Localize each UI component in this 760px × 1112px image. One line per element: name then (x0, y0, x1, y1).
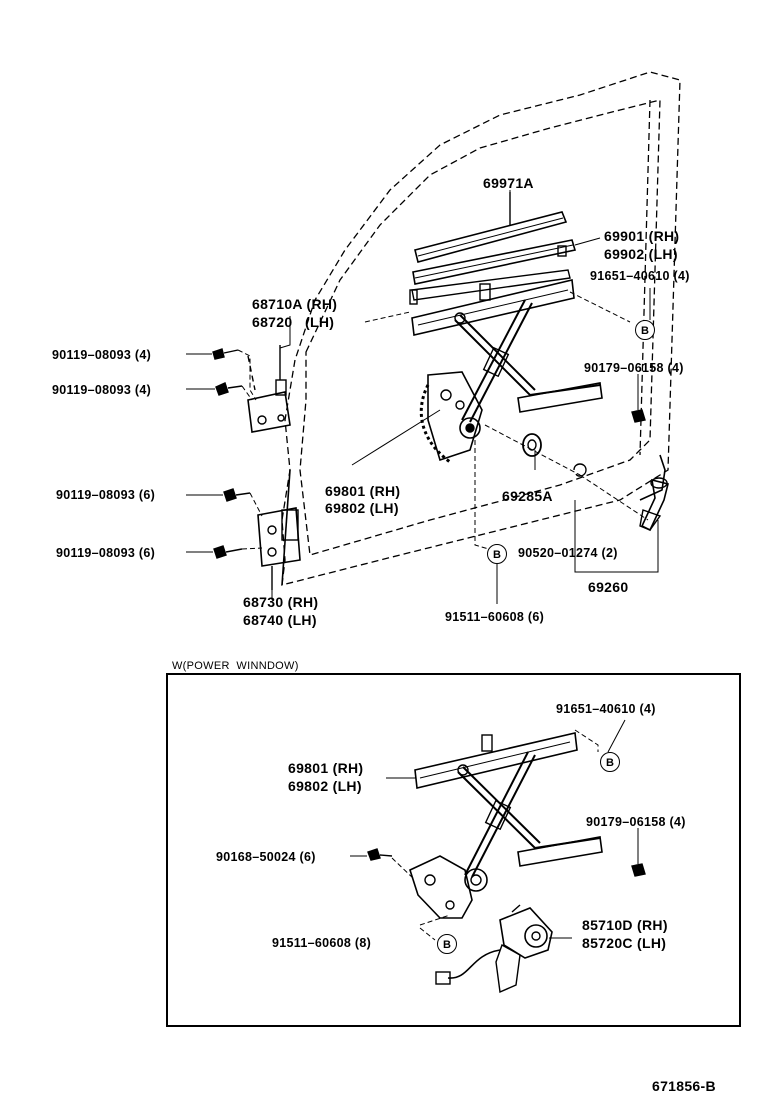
label-85720C-lh: 85720C (LH) (582, 935, 667, 951)
label-91511-upper: 91511–60608 (6) (445, 610, 545, 624)
nut-icon (631, 409, 646, 423)
label-90168: 90168–50024 (6) (216, 850, 316, 864)
label-69802-lh-upper: 69802 (LH) (325, 500, 399, 516)
label-69801-rh-lower: 69801 (RH) (288, 760, 364, 776)
label-69902-lh: 69902 (LH) (604, 246, 678, 262)
callout-b-upper-right: B (635, 320, 655, 340)
glass-channel-lower (409, 269, 571, 305)
label-69802-lh-lower: 69802 (LH) (288, 778, 362, 794)
label-90119-b: 90119–08093 (4) (52, 383, 152, 397)
label-91651-lower: 91651–40610 (4) (556, 702, 656, 716)
grommet-69285A (522, 433, 542, 457)
bolt-icon (367, 848, 646, 877)
callout-b-lower-left: B (437, 934, 457, 954)
label-90179-lower: 90179–06158 (4) (586, 815, 686, 829)
door-contour (281, 454, 666, 586)
door-hinge-lower (257, 507, 301, 590)
window-motor (435, 904, 553, 994)
callout-b-upper-bottom: B (487, 544, 507, 564)
label-90119-c: 90119–08093 (6) (56, 488, 156, 502)
label-91511-lower: 91511–60608 (8) (272, 936, 372, 950)
label-69260: 69260 (588, 579, 629, 595)
label-91651-upper: 91651–40610 (4) (590, 269, 690, 283)
label-69901-rh: 69901 (RH) (604, 228, 680, 244)
label-90119-a: 90119–08093 (4) (52, 348, 152, 362)
leader-lines-lower (350, 719, 639, 941)
power-window-box (166, 673, 741, 1027)
clip-icon (573, 463, 587, 477)
figure-code: 671856-B (652, 1078, 716, 1094)
label-69285A: 69285A (502, 488, 553, 504)
label-68720-lh: 68720 (LH) (252, 314, 335, 330)
window-regulator-power (409, 732, 603, 919)
leader-lines-upper-left (186, 349, 263, 553)
callout-b-lower-right: B (600, 752, 620, 772)
window-crank-handle (639, 477, 669, 532)
glass-channel-69901 (412, 239, 577, 285)
label-69971A: 69971A (483, 175, 534, 191)
bolt-icon (212, 348, 251, 559)
label-85710D-rh: 85710D (RH) (582, 917, 668, 933)
label-68730-rh: 68730 (RH) (243, 594, 319, 610)
label-69801-rh-upper: 69801 (RH) (325, 483, 401, 499)
label-90520: 90520–01274 (2) (518, 546, 618, 560)
door-hinge-upper (247, 345, 291, 433)
label-68740-lh: 68740 (LH) (243, 612, 317, 628)
label-90119-d: 90119–08093 (6) (56, 546, 156, 560)
label-90179-upper: 90179–06158 (4) (584, 361, 684, 375)
label-68710A-rh: 68710A (RH) (252, 296, 338, 312)
leader-lines-upper (271, 190, 659, 604)
section-title: W(POWER WINNDOW) (172, 660, 299, 672)
window-regulator-upper (411, 279, 603, 464)
